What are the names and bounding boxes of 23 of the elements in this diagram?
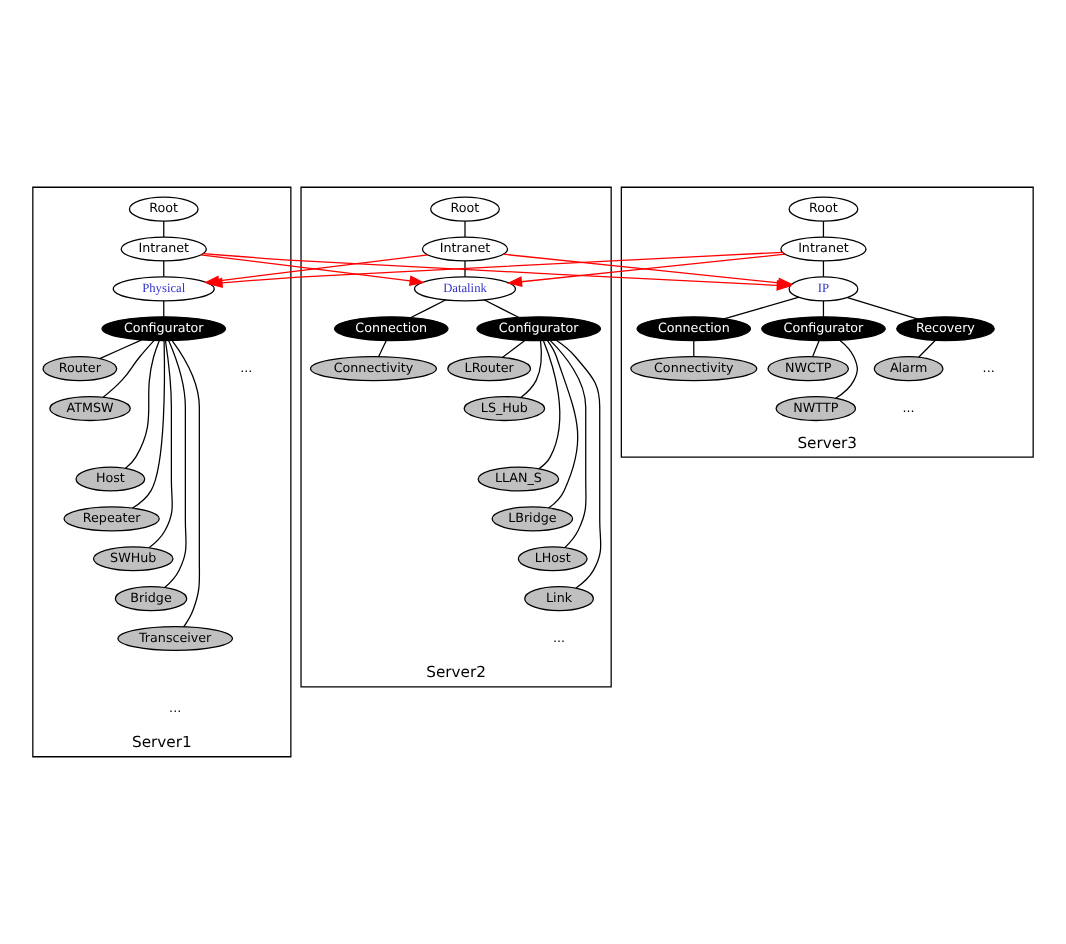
connector (811, 340, 820, 358)
connector (148, 339, 173, 549)
connector (501, 339, 526, 359)
connector (835, 339, 858, 399)
connector (163, 340, 187, 589)
connector (410, 299, 447, 319)
connector (99, 339, 143, 360)
connector (546, 339, 579, 509)
connector (483, 299, 520, 319)
connector (131, 340, 166, 509)
connector (723, 296, 800, 320)
connector (124, 340, 160, 469)
connector (464, 220, 466, 238)
connector (377, 340, 387, 358)
connector (171, 340, 201, 628)
connector (538, 340, 561, 470)
connector (464, 260, 466, 278)
connector (555, 339, 602, 589)
connector (549, 339, 587, 549)
connector (102, 339, 155, 399)
connector (519, 340, 542, 399)
connector (917, 339, 937, 359)
connector (846, 296, 919, 320)
